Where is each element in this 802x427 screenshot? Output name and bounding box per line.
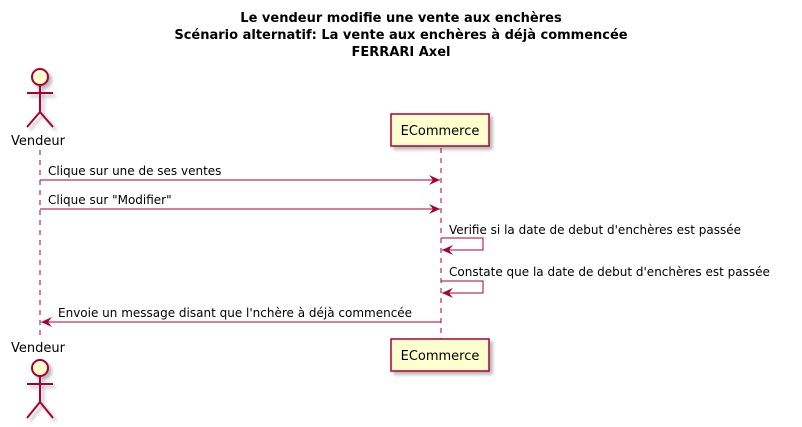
- message-4-label: Constate que la date de debut d'enchères…: [449, 265, 770, 279]
- message-3-arrow: [441, 237, 484, 255]
- vendeur-actor-bottom: [26, 359, 54, 419]
- message-4-arrow: [441, 280, 484, 298]
- diagram-title-line-3: FERRARI Axel: [352, 45, 451, 60]
- vendeur-label-bottom: Vendeur: [11, 341, 66, 356]
- ecommerce-box-top: [390, 113, 490, 147]
- vendeur-actor-top: [26, 68, 54, 128]
- ecommerce-label-top: ECommerce: [401, 124, 480, 139]
- message-5-label: Envoie un message disant que l'nchère à …: [58, 306, 412, 320]
- message-2-label: Clique sur "Modifier": [48, 193, 172, 207]
- ecommerce-box-bottom: [390, 338, 490, 372]
- message-1-label: Clique sur une de ses ventes: [48, 164, 221, 178]
- diagram-title-line-2: Scénario alternatif: La vente aux enchèr…: [174, 28, 627, 43]
- message-3-label: Verifie si la date de debut d'enchères e…: [449, 223, 741, 237]
- ecommerce-label-bottom: ECommerce: [401, 349, 480, 364]
- vendeur-label-top: Vendeur: [11, 134, 66, 149]
- diagram-title-line-1: Le vendeur modifie une vente aux enchère…: [240, 11, 562, 26]
